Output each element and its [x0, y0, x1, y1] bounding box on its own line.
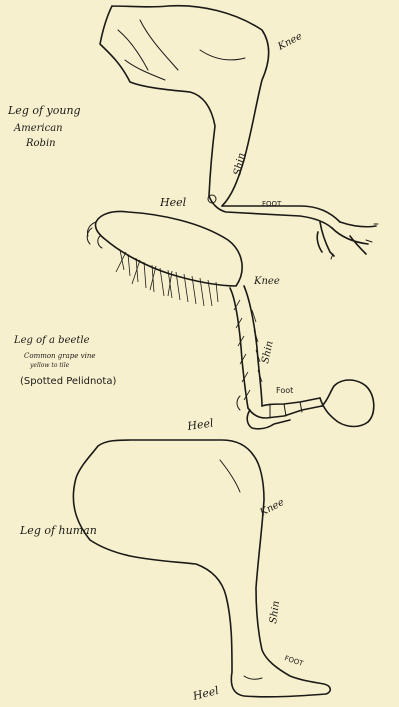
beetle-knee-label: Knee [253, 276, 280, 287]
robin-leg [100, 6, 378, 259]
beetle-caption: Leg of a beetle Common grape vine yellow… [13, 335, 116, 387]
beetle-species-label: (Spotted Pelidnota) [20, 376, 116, 387]
beetle-tibia [230, 286, 262, 408]
robin-caption-line-3: Robin [25, 138, 56, 149]
beetle-foot-label: Foot [276, 386, 293, 395]
beetle-leg [87, 211, 374, 428]
human-knee-label: Knee [257, 497, 286, 519]
beetle-shin-label: Shin [260, 340, 276, 365]
robin-shin-label: Shin [232, 152, 248, 177]
robin-caption: Leg of young American Robin [7, 104, 81, 149]
beetle-femur-spines [116, 250, 218, 306]
human-foot-label: FOOT [283, 654, 305, 668]
robin-caption-line-1: Leg of young [7, 104, 81, 117]
human-heel-label: Heel [191, 684, 221, 703]
human-shin-label: Shin [268, 600, 282, 624]
robin-foot-label: FOOT [262, 200, 282, 208]
robin-toes [317, 222, 376, 256]
beetle-caption-line-3: yellow to tile [29, 362, 70, 369]
beetle-claw [320, 380, 374, 427]
beetle-caption-line-2: Common grape vine [24, 352, 96, 360]
beetle-tarsus [247, 398, 322, 429]
robin-thigh [100, 6, 269, 206]
robin-heel-label: Heel [159, 196, 187, 209]
human-caption: Leg of human [19, 524, 97, 537]
beetle-caption-line-1: Leg of a beetle [13, 335, 90, 346]
beetle-heel-label: Heel [186, 416, 215, 433]
robin-knee-label: Knee [275, 31, 304, 53]
robin-caption-line-2: American [13, 123, 63, 134]
